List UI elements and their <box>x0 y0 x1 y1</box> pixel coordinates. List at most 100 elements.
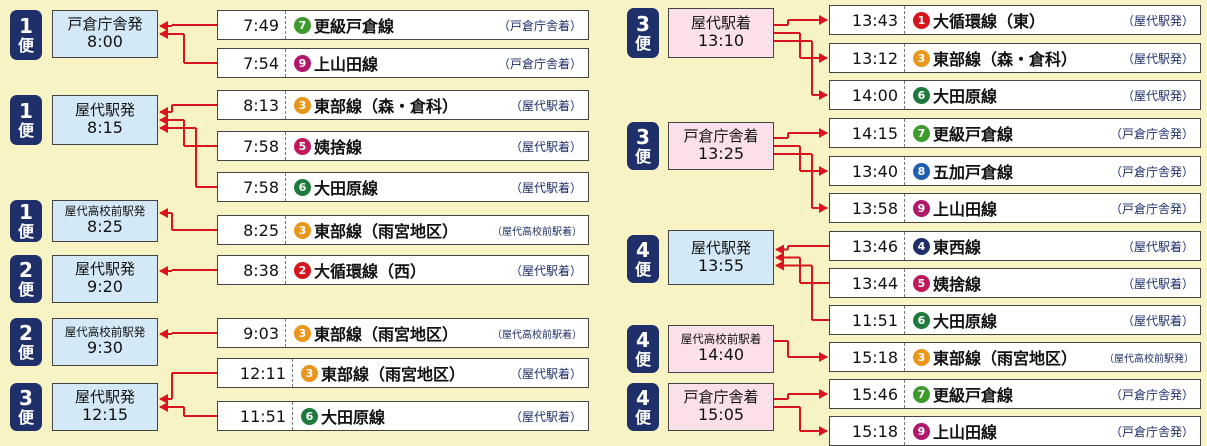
stop-time: 9:20 <box>87 277 123 297</box>
arrowhead-icon <box>159 402 168 412</box>
line-label: 東部線（雨宮地区） <box>314 222 459 241</box>
stop-time: 13:25 <box>697 144 745 164</box>
line-label: 上山田線 <box>314 55 379 74</box>
connection-time: 15:46 <box>830 380 905 408</box>
bin-number: 2 <box>19 258 33 282</box>
line-number-icon: 9 <box>294 54 311 72</box>
destination-label: （戸倉庁舎発） <box>1109 201 1194 216</box>
stop-name: 屋代駅発 <box>690 238 751 257</box>
bin-number: 3 <box>636 12 650 36</box>
connection-time: 7:58 <box>218 173 286 201</box>
destination-label: （屋代駅発） <box>1121 88 1194 103</box>
connection-time: 15:18 <box>830 417 905 445</box>
line-label: 大循環線（東） <box>933 12 1046 31</box>
stop-name: 戸倉庁舎着 <box>683 388 759 407</box>
destination-label: （屋代駅発） <box>1121 13 1194 28</box>
destination-label: （戸倉庁舎発） <box>1109 424 1194 439</box>
stop-name: 屋代駅着 <box>690 14 751 33</box>
line-number-icon: 3 <box>294 324 311 342</box>
destination-label: （屋代駅着） <box>1121 276 1194 291</box>
stop-name: 戸倉庁舎発 <box>67 15 143 34</box>
line-number-icon: 6 <box>913 86 930 104</box>
bin-unit: 便 <box>634 34 651 53</box>
stop-name: 屋代高校前駅着 <box>680 332 762 347</box>
connection-time: 8:13 <box>218 91 286 119</box>
stop-time: 13:10 <box>697 31 745 51</box>
line-number-icon: 5 <box>913 274 930 292</box>
connection-time: 13:44 <box>830 269 905 297</box>
destination-label: （屋代高校前駅着） <box>492 329 582 341</box>
stop-name: 屋代駅発 <box>74 260 135 279</box>
bin-unit: 便 <box>17 343 34 362</box>
line-label: 大田原線 <box>933 312 998 331</box>
destination-label: （屋代駅着） <box>509 263 582 278</box>
stop-name: 屋代高校前駅発 <box>64 204 146 219</box>
destination-label: （戸倉庁舎発） <box>1109 164 1194 179</box>
stop-name: 戸倉庁舎着 <box>683 127 759 146</box>
destination-label: （屋代駅着） <box>509 139 582 154</box>
stop-time: 13:55 <box>697 255 745 275</box>
connection-time: 11:51 <box>830 306 905 334</box>
bin-unit: 便 <box>634 350 651 369</box>
line-label: 更級戸倉線 <box>933 386 1014 405</box>
destination-label: （屋代高校前駅着） <box>492 226 582 238</box>
bin-number: 4 <box>636 386 650 410</box>
arrowhead-icon <box>159 329 168 339</box>
destination-label: （屋代駅着） <box>1121 313 1194 328</box>
line-label: 東部線（雨宮地区） <box>314 325 459 344</box>
arrowhead-icon <box>159 266 168 276</box>
connection-time: 8:38 <box>218 256 286 284</box>
bin-unit: 便 <box>17 36 34 55</box>
arrowhead-icon <box>819 53 828 63</box>
line-label: 姨捨線 <box>933 275 982 294</box>
stop-time: 9:30 <box>87 338 123 358</box>
connection-time: 13:43 <box>830 6 905 34</box>
connection-time: 13:12 <box>830 44 905 72</box>
line-label: 東部線（雨宮地区） <box>933 349 1078 368</box>
stop-time: 15:05 <box>697 405 745 425</box>
bin-unit: 便 <box>17 408 34 427</box>
destination-label: （戸倉庁舎発） <box>1109 126 1194 141</box>
line-label: 更級戸倉線 <box>933 125 1014 144</box>
